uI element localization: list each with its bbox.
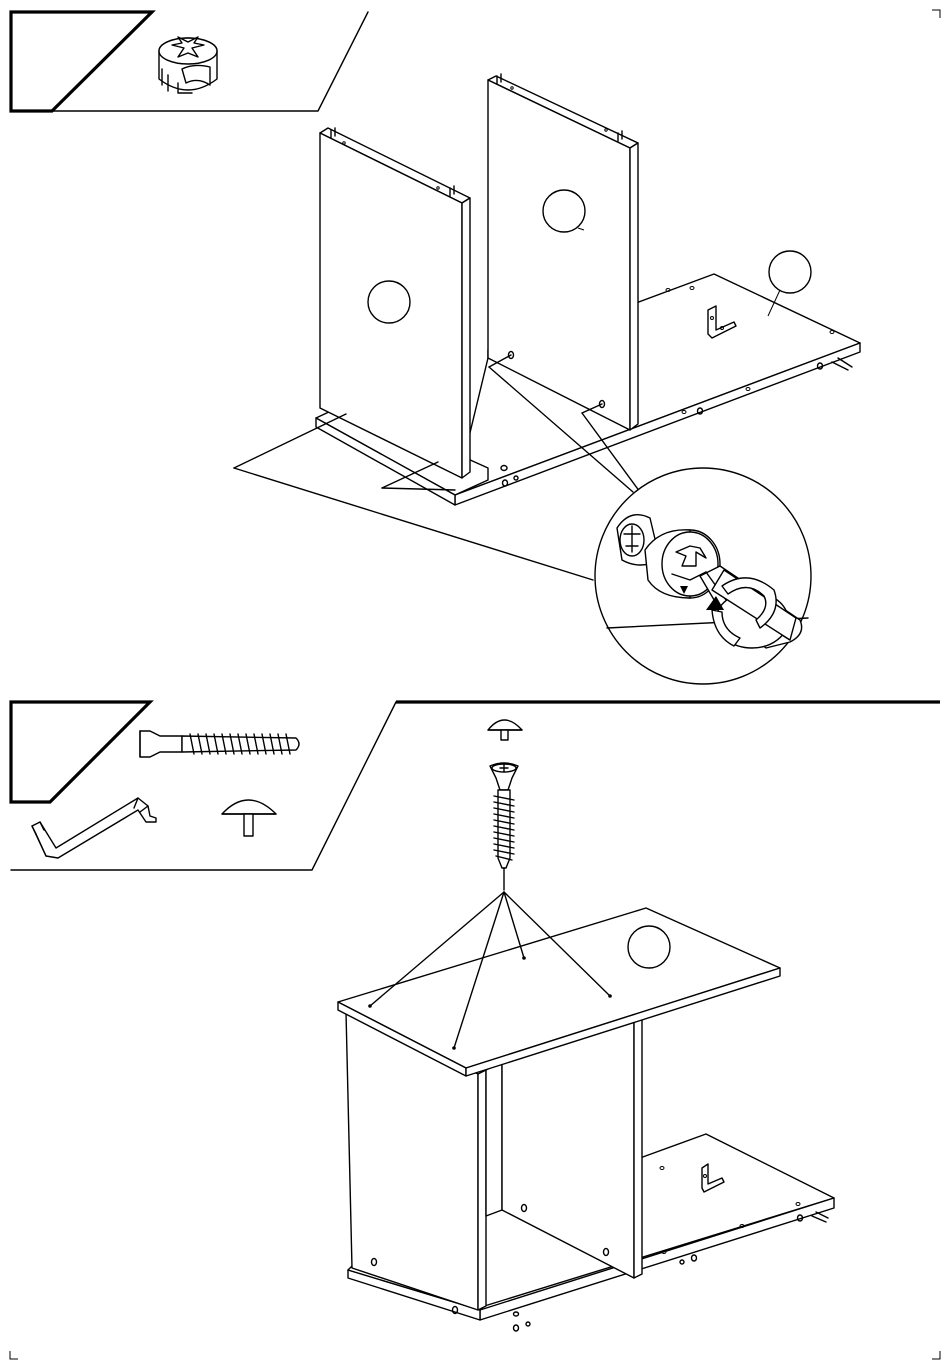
step-1-number-box xyxy=(11,12,152,111)
allen-key-icon xyxy=(32,798,156,858)
part-label-top xyxy=(628,926,670,968)
screw-icon xyxy=(140,731,299,757)
part-label-right-side xyxy=(543,190,585,232)
cam-lock-icon xyxy=(159,37,217,93)
step-1 xyxy=(11,12,860,684)
screw-exploded xyxy=(490,763,518,890)
part-label-base xyxy=(769,251,811,293)
cam-lock-tightening-detail xyxy=(595,468,811,684)
part-label-left-side xyxy=(368,281,410,323)
cover-cap-exploded xyxy=(488,720,522,740)
step-2-number-box xyxy=(11,702,150,802)
step-2 xyxy=(11,702,834,1331)
cover-cap-icon xyxy=(222,800,276,836)
screw-insertion xyxy=(488,720,522,890)
